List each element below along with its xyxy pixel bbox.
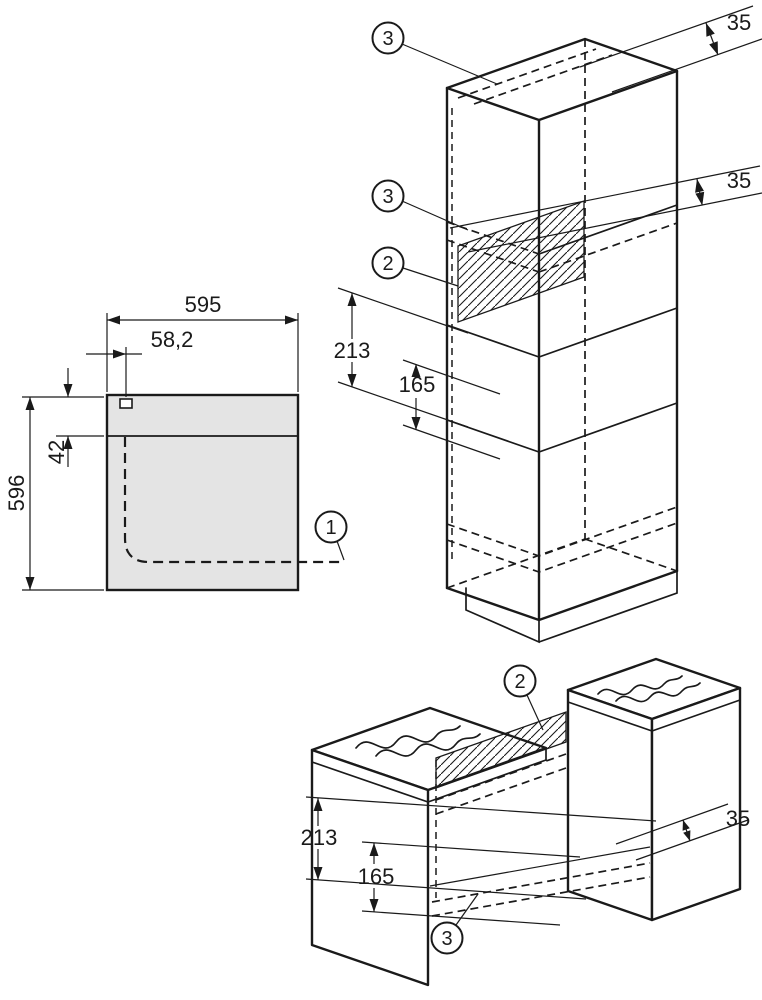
dim-cutout-max-label: 213 (334, 338, 371, 363)
callout-1-label: 1 (325, 517, 336, 539)
callout-3-top-batten: 3 (371, 21, 498, 85)
dim-gap-top-35: 35 (579, 5, 762, 93)
dim-cutout-max-base-label: 213 (301, 825, 338, 850)
dim-mains-offset-58-2: 58,2 (86, 327, 193, 397)
front-view: 595 58,2 42 596 (4, 292, 348, 592)
callout-2-base-circle (503, 664, 537, 698)
dim-gap-top-label: 35 (727, 10, 751, 35)
niche-floor-edge (446, 402, 678, 453)
callout-2-label: 2 (382, 253, 393, 275)
vent-cutout-hatch (457, 200, 585, 323)
callout-3-shelf-label: 3 (382, 186, 393, 208)
worktop-break-line (615, 682, 701, 703)
dim-cutout-min-165: 165 (399, 359, 501, 460)
dim-height-596: 596 (4, 396, 104, 591)
callout-2-base-label: 2 (514, 671, 525, 693)
tall-unit-outline (445, 37, 679, 644)
dim-height-label: 596 (4, 475, 29, 512)
dim-cutout-max-213: 213 (334, 287, 469, 428)
dim-width-595: 595 (106, 292, 299, 392)
callout-2-vent-cutout: 2 (371, 246, 459, 287)
mains-connection-square (119, 398, 133, 409)
appliance-front (105, 393, 300, 592)
niche-hidden-lines (429, 753, 651, 917)
callout-1-mains: 1 (314, 510, 348, 561)
niche-ceiling-edge (446, 307, 678, 358)
dim-panel-height-label: 42 (44, 440, 69, 464)
dim-cutout-max-213-base: 213 (301, 796, 657, 900)
dim-panel-height-42: 42 (44, 368, 104, 467)
base-left-cabinet (310, 706, 548, 987)
lower-shelf-dashed (446, 506, 678, 573)
callout-2-circle (371, 246, 405, 280)
base-right-cabinet (566, 657, 742, 922)
dim-gap-shelf-label: 35 (727, 168, 751, 193)
base-unit-view: 213 165 35 2 (301, 657, 750, 987)
callout-3-top-label: 3 (382, 28, 393, 50)
top-batten-dashed (457, 48, 613, 105)
dim-mains-offset-label: 58,2 (151, 327, 194, 352)
cable-route-dashed (123, 437, 345, 564)
dim-gap-35-base: 35 (615, 803, 750, 861)
dim-cutout-min-base-label: 165 (358, 864, 395, 889)
dim-gap-base-label: 35 (726, 806, 750, 831)
dim-cutout-min-label: 165 (399, 372, 436, 397)
callout-3-shelf-batten: 3 (371, 179, 469, 231)
callout-3-base-label: 3 (441, 928, 452, 950)
worktop-break-line (597, 675, 683, 696)
plinth (465, 570, 678, 644)
callout-3-shelf-circle (371, 179, 405, 213)
worktop-break-line (375, 733, 481, 757)
dim-width-label: 595 (185, 292, 222, 317)
callout-1-circle (314, 510, 348, 544)
callout-3-base-circle (430, 921, 464, 955)
callout-3-shelf-base: 3 (430, 893, 479, 955)
callout-3-top-circle (371, 21, 405, 55)
worktop-break-line (355, 725, 461, 749)
callout-2-vent-cutout-base: 2 (503, 664, 544, 731)
tall-unit-view: 35 35 (334, 5, 762, 644)
